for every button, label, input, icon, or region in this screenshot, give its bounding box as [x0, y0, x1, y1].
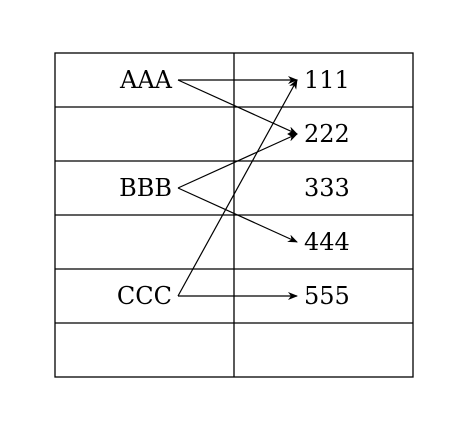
mapping-arrows: [177, 76, 298, 300]
left-label: CCC: [117, 282, 172, 310]
mapping-arrow: [177, 187, 298, 243]
right-label: 555: [304, 282, 350, 310]
right-label: 111: [304, 66, 350, 94]
right-label: 333: [304, 174, 350, 202]
left-label: AAA: [119, 66, 173, 94]
right-label: 444: [304, 228, 350, 256]
mapping-arrow: [177, 79, 298, 297]
mapping-arrow: [177, 79, 298, 135]
right-label: 222: [304, 120, 350, 148]
table-grid: [54, 52, 414, 378]
left-label: BBB: [119, 174, 172, 202]
mapping-arrow: [177, 133, 298, 189]
